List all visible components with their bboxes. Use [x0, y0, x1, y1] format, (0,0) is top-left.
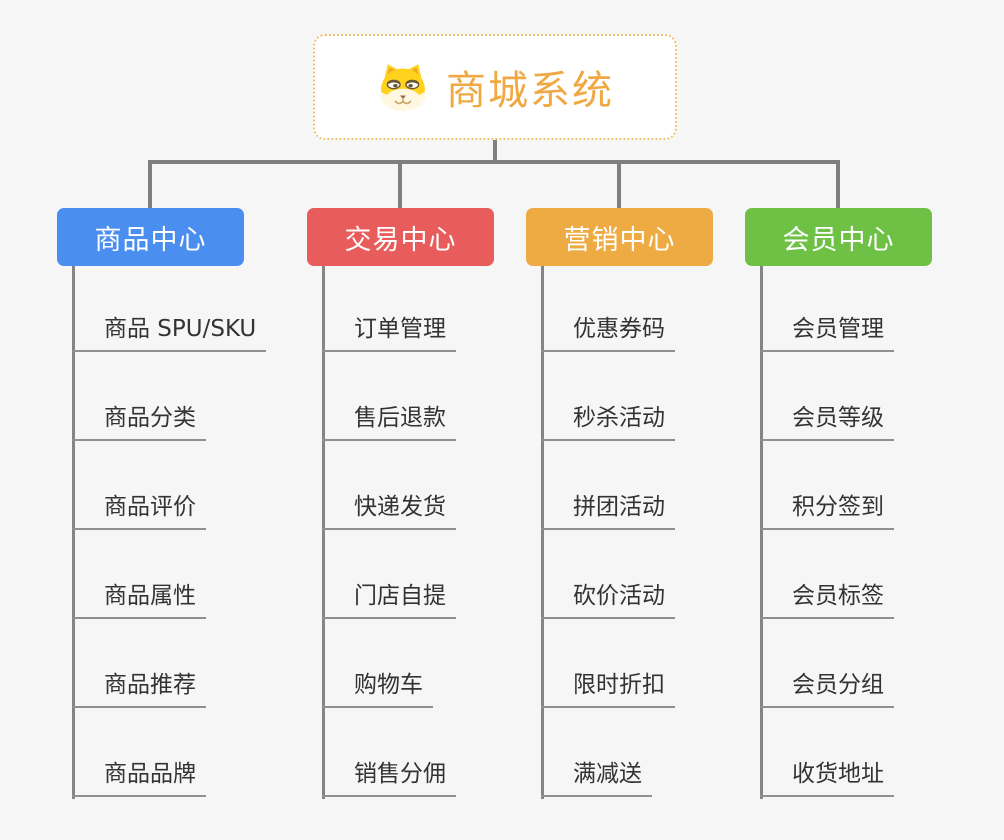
branch-trunk-line	[760, 266, 763, 799]
branch-trunk-line	[322, 266, 325, 799]
leaf-node-after-sale-refund[interactable]: 售后退款	[322, 403, 456, 441]
leaf-node-store-pickup[interactable]: 门店自提	[322, 581, 456, 619]
branch-marketing-center: 营销中心 优惠券码 秒杀活动 拼团活动 砍价活动 限时折扣 满减送	[526, 208, 786, 840]
connector-root-stub	[493, 140, 497, 162]
leaf-node-sales-commission[interactable]: 销售分佣	[322, 759, 456, 797]
connector-horizontal-bar	[148, 160, 840, 164]
leaf-node-product-spu-sku[interactable]: 商品 SPU/SKU	[72, 314, 267, 352]
leaf-node-product-category[interactable]: 商品分类	[72, 403, 206, 441]
leaf-node-product-brand[interactable]: 商品品牌	[72, 759, 206, 797]
leaf-node-express-shipping[interactable]: 快递发货	[322, 492, 456, 530]
connector-drop-marketing	[617, 160, 621, 208]
leaf-node-flash-sale[interactable]: 秒杀活动	[541, 403, 675, 441]
leaf-node-member-tag[interactable]: 会员标签	[760, 581, 894, 619]
connector-drop-product	[148, 160, 152, 208]
leaf-node-shopping-cart[interactable]: 购物车	[322, 670, 433, 708]
leaf-node-product-recommend[interactable]: 商品推荐	[72, 670, 206, 708]
branch-node-trade-center[interactable]: 交易中心	[307, 208, 494, 266]
leaf-node-member-level[interactable]: 会员等级	[760, 403, 894, 441]
leaf-node-full-reduction[interactable]: 满减送	[541, 759, 652, 797]
leaf-node-member-management[interactable]: 会员管理	[760, 314, 894, 352]
leaf-node-group-buying[interactable]: 拼团活动	[541, 492, 675, 530]
branch-node-product-center[interactable]: 商品中心	[57, 208, 244, 266]
leaf-node-product-review[interactable]: 商品评价	[72, 492, 206, 530]
dog-face-icon	[381, 64, 425, 111]
branch-trunk-line	[541, 266, 544, 799]
branch-trunk-line	[72, 266, 75, 799]
leaf-node-member-group[interactable]: 会员分组	[760, 670, 894, 708]
leaf-node-product-attribute[interactable]: 商品属性	[72, 581, 206, 619]
leaf-node-points-checkin[interactable]: 积分签到	[760, 492, 894, 530]
connector-drop-member	[836, 160, 840, 208]
connector-drop-trade	[398, 160, 402, 208]
branch-member-center: 会员中心 会员管理 会员等级 积分签到 会员标签 会员分组 收货地址	[745, 208, 1004, 840]
branch-trade-center: 交易中心 订单管理 售后退款 快递发货 门店自提 购物车 销售分佣	[307, 208, 567, 840]
leaf-node-shipping-address[interactable]: 收货地址	[760, 759, 894, 797]
branch-product-center: 商品中心 商品 SPU/SKU 商品分类 商品评价 商品属性 商品推荐 商品品牌	[57, 208, 317, 840]
leaf-node-limited-time-discount[interactable]: 限时折扣	[541, 670, 675, 708]
root-node-mall-system[interactable]: 商城系统	[313, 34, 677, 140]
branch-node-marketing-center[interactable]: 营销中心	[526, 208, 713, 266]
leaf-node-bargain-activity[interactable]: 砍价活动	[541, 581, 675, 619]
branch-node-member-center[interactable]: 会员中心	[745, 208, 932, 266]
root-node-label: 商城系统	[446, 68, 614, 114]
leaf-node-coupon-code[interactable]: 优惠券码	[541, 314, 675, 352]
leaf-node-order-management[interactable]: 订单管理	[322, 314, 456, 352]
